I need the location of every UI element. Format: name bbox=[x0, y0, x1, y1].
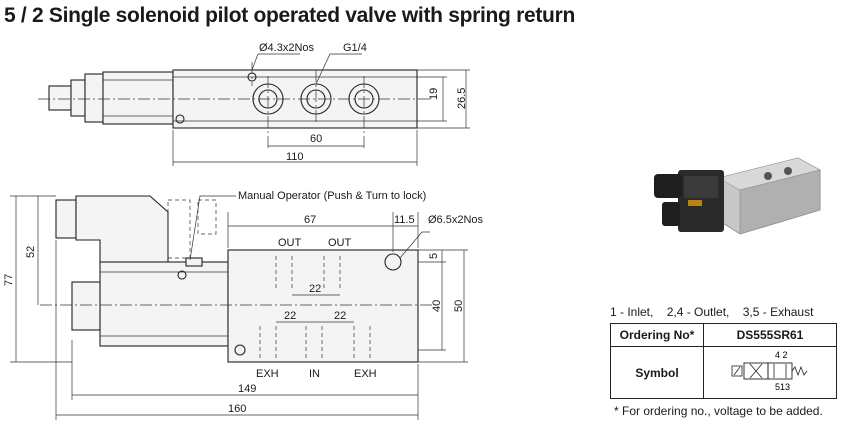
connector-nut bbox=[84, 73, 104, 123]
dim-40: 40 bbox=[431, 300, 443, 312]
out-left-label: OUT bbox=[278, 237, 302, 249]
dim-22-left: 22 bbox=[284, 310, 296, 322]
dim-52: 52 bbox=[25, 246, 37, 258]
ports-legend: 1 - Inlet, 2,4 - Outlet, 3,5 - Exhaust bbox=[610, 305, 814, 319]
plug-housing bbox=[75, 195, 169, 263]
table-row: Symbol 4 2 513 bbox=[610, 346, 837, 399]
table-row: Ordering No* DS555SR61 bbox=[610, 323, 837, 347]
exh-right-label: EXH bbox=[354, 368, 377, 380]
product-photo bbox=[654, 157, 821, 235]
dim-149: 149 bbox=[238, 383, 256, 395]
port-callout: G1/4 bbox=[343, 42, 367, 54]
connector-cap bbox=[48, 85, 72, 111]
manual-operator-label: Manual Operator (Push & Turn to lock) bbox=[238, 190, 426, 202]
dim-160: 160 bbox=[228, 403, 246, 415]
side-view bbox=[10, 195, 468, 420]
valve-symbol: 4 2 513 bbox=[731, 350, 808, 392]
ordering-value: DS555SR61 bbox=[703, 323, 837, 347]
dim-50: 50 bbox=[453, 300, 465, 312]
dim-5: 5 bbox=[428, 253, 440, 259]
dim-77: 77 bbox=[3, 274, 15, 286]
page-title: 5 / 2 Single solenoid pilot operated val… bbox=[4, 4, 575, 27]
ordering-table: Ordering No* DS555SR61 Symbol 4 2 513 bbox=[610, 323, 837, 399]
solenoid-coil bbox=[102, 71, 174, 125]
ordering-label: Ordering No* bbox=[610, 323, 704, 347]
hole-callout: Ø4.3x2Nos bbox=[259, 42, 315, 54]
symbol-bottom-ports: 513 bbox=[775, 382, 790, 392]
dim-26-5: 26.5 bbox=[456, 88, 468, 109]
connector-body bbox=[70, 79, 86, 117]
mount-callout: Ø6.5x2Nos bbox=[428, 214, 484, 226]
plug-cap bbox=[55, 199, 77, 239]
dim-19: 19 bbox=[428, 88, 440, 100]
dim-110: 110 bbox=[286, 151, 304, 163]
dim-22-right: 22 bbox=[334, 310, 346, 322]
dim-11-5: 11.5 bbox=[394, 214, 415, 226]
valve-body-side bbox=[227, 249, 419, 363]
dim-67: 67 bbox=[304, 214, 316, 226]
symbol-cell: 4 2 513 bbox=[703, 346, 837, 399]
out-right-label: OUT bbox=[328, 237, 352, 249]
dim-60: 60 bbox=[310, 133, 322, 145]
footnote: * For ordering no., voltage to be added. bbox=[614, 404, 823, 418]
dim-22-top: 22 bbox=[309, 283, 321, 295]
exh-left-label: EXH bbox=[256, 368, 279, 380]
symbol-top-ports: 4 2 bbox=[775, 350, 788, 360]
in-label: IN bbox=[309, 368, 320, 380]
coil-nut bbox=[71, 281, 101, 331]
solenoid-side bbox=[99, 261, 229, 347]
symbol-label: Symbol bbox=[610, 346, 704, 399]
top-view bbox=[38, 53, 470, 166]
